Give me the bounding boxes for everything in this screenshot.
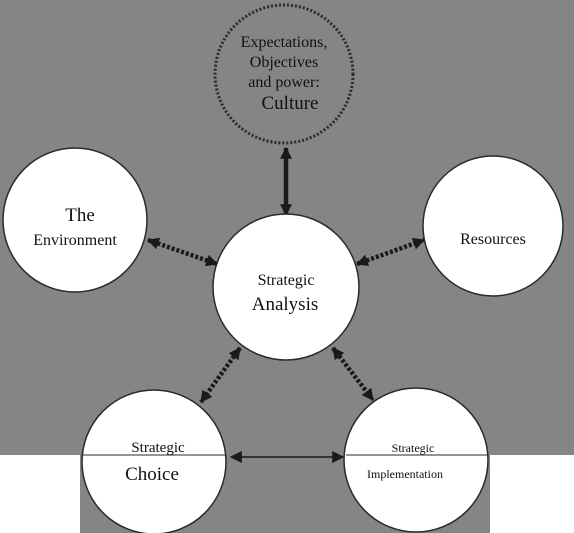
node-analysis-line2: Analysis [252, 294, 319, 315]
node-analysis-line1: Strategic [258, 272, 315, 289]
node-resources-line1: Resources [460, 231, 526, 248]
node-environment-line1: The [65, 205, 95, 226]
node-resources-circle [422, 155, 564, 297]
node-choice-line2: Choice [125, 464, 179, 485]
arrow-analysis-choice [199, 346, 242, 404]
node-environment-circle [2, 147, 148, 293]
node-implementation-circle [343, 387, 489, 533]
node-environment: The Environment [2, 147, 148, 293]
node-resources: Resources [422, 155, 564, 297]
node-culture-line1: Expectations, [241, 34, 328, 51]
node-implementation-line2: Implementation [367, 467, 443, 481]
node-culture: Expectations, Objectives and power: Cult… [213, 3, 355, 145]
node-environment-line2: Environment [33, 232, 117, 249]
node-choice-line1: Strategic [131, 440, 185, 456]
node-analysis: Strategic Analysis [212, 213, 360, 361]
node-culture-line4: Culture [262, 93, 319, 114]
arrow-analysis-environment [146, 237, 219, 267]
arrow-analysis-implementation [331, 346, 375, 402]
node-analysis-circle [212, 213, 360, 361]
node-implementation: Strategic Implementation [343, 387, 489, 533]
node-culture-line3: and power: [248, 74, 320, 91]
connector-arrows [146, 146, 426, 463]
node-choice: Strategic Choice [81, 389, 227, 533]
node-culture-line2: Objectives [250, 54, 318, 71]
node-choice-circle [81, 389, 227, 533]
arrow-analysis-resources [355, 237, 426, 267]
node-implementation-line1: Strategic [392, 441, 435, 455]
node-culture-circle [213, 3, 355, 145]
